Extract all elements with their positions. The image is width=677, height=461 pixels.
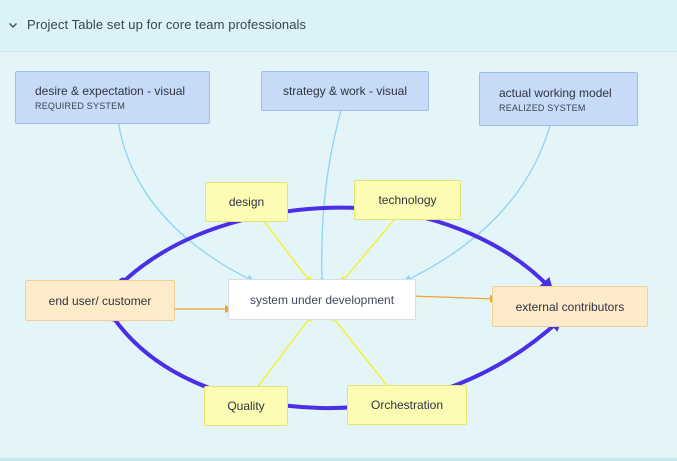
link-design-system: [253, 208, 313, 285]
node-desire-label: desire & expectation - visual: [35, 84, 186, 98]
node-orchestration-label: Orchestration: [370, 398, 444, 412]
node-actual-label: actual working model: [499, 85, 612, 100]
section-header[interactable]: Project Table set up for core team profe…: [0, 0, 677, 52]
node-design-label: design: [228, 195, 265, 209]
link-actual-system: [403, 121, 552, 283]
node-technology-label: technology: [378, 193, 437, 207]
link-orchestration-system: [329, 313, 396, 396]
divider: [0, 458, 677, 461]
node-external-contributors[interactable]: external contributors: [492, 286, 648, 327]
node-system-under-development[interactable]: system under development: [228, 279, 416, 320]
node-actual-sub: REALIZED SYSTEM: [499, 102, 586, 113]
node-strategy-label: strategy & work - visual: [282, 84, 408, 98]
node-external-label: external contributors: [515, 299, 625, 314]
chevron-down-icon[interactable]: [7, 19, 19, 31]
node-quality[interactable]: Quality: [204, 386, 288, 426]
node-technology[interactable]: technology: [354, 180, 461, 220]
node-desire-sub: REQUIRED SYSTEM: [35, 101, 126, 111]
node-desire-expectation[interactable]: desire & expectation - visual REQUIRED S…: [15, 71, 210, 124]
node-orchestration[interactable]: Orchestration: [347, 385, 467, 425]
node-end-user[interactable]: end user/ customer: [25, 280, 175, 321]
link-quality-system: [249, 313, 314, 397]
node-end-user-label: end user/ customer: [48, 293, 152, 308]
node-actual-working-model[interactable]: actual working model REALIZED SYSTEM: [479, 72, 638, 126]
node-design[interactable]: design: [205, 182, 288, 222]
loop-bottom: [111, 315, 563, 411]
node-quality-label: Quality: [227, 399, 265, 413]
section-title: Project Table set up for core team profe…: [27, 17, 307, 32]
link-system-strategy: [321, 101, 346, 282]
link-desire-system: [117, 119, 255, 282]
link-technology-system: [339, 206, 406, 285]
node-strategy-work[interactable]: strategy & work - visual: [261, 71, 429, 111]
loop-top: [121, 205, 554, 292]
link-system-external: [404, 291, 498, 303]
node-system-label: system under development: [249, 292, 395, 307]
